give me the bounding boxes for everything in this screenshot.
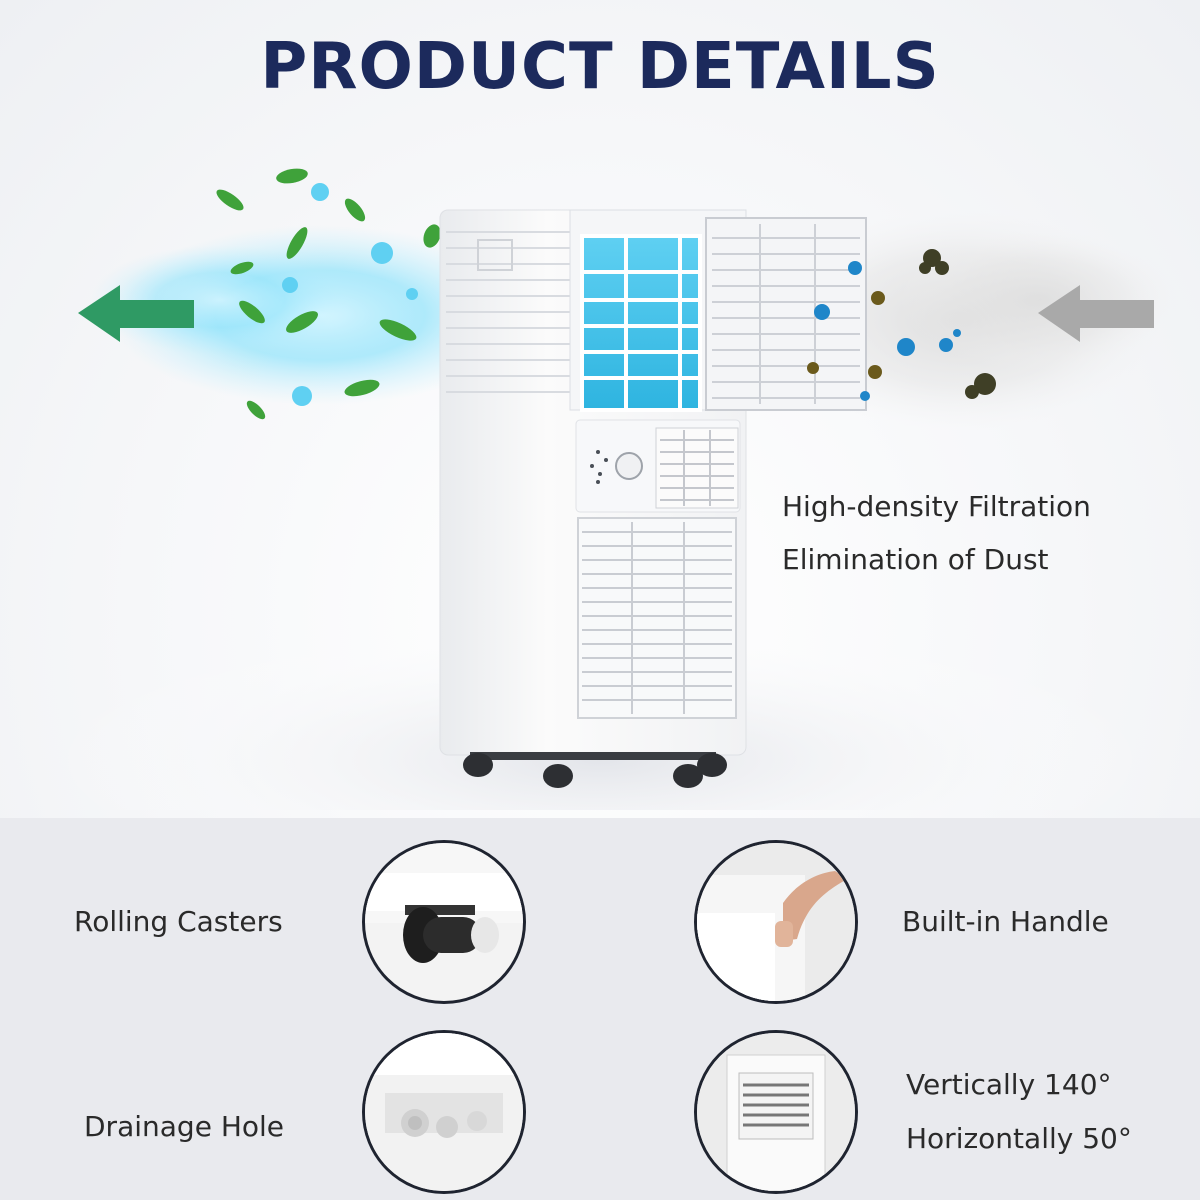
vertical-swing-label: Vertically 140° xyxy=(906,1068,1112,1101)
air-filter xyxy=(705,217,867,411)
filtration-heading: High-density Filtration xyxy=(782,490,1091,523)
product-scene xyxy=(40,168,1180,810)
drainage-hole-image xyxy=(362,1030,526,1194)
power-knob xyxy=(615,452,643,480)
leaf-icon xyxy=(216,168,441,420)
rolling-casters-image xyxy=(362,840,526,1004)
rolling-casters-label: Rolling Casters xyxy=(74,905,283,938)
exhaust-vent xyxy=(655,427,739,509)
air-conditioner-unit xyxy=(439,209,867,788)
swing-vent-image xyxy=(694,1030,858,1194)
filtration-subheading: Elimination of Dust xyxy=(782,543,1049,576)
caster-wheels xyxy=(463,752,727,788)
arrow-left-icon xyxy=(78,285,194,342)
built-in-handle-image xyxy=(694,840,858,1004)
intake-grille xyxy=(577,517,737,719)
air-outlet-vent xyxy=(582,236,700,410)
arrow-left-icon xyxy=(1038,285,1154,342)
horizontal-swing-label: Horizontally 50° xyxy=(906,1122,1132,1155)
dust-particle-icon xyxy=(807,249,996,401)
cool-air-bubbles xyxy=(282,183,418,406)
page-title: PRODUCT DETAILS xyxy=(260,30,940,104)
built-in-handle-label: Built-in Handle xyxy=(902,905,1109,938)
drainage-hole-label: Drainage Hole xyxy=(84,1110,285,1143)
features-panel xyxy=(0,818,1200,1200)
